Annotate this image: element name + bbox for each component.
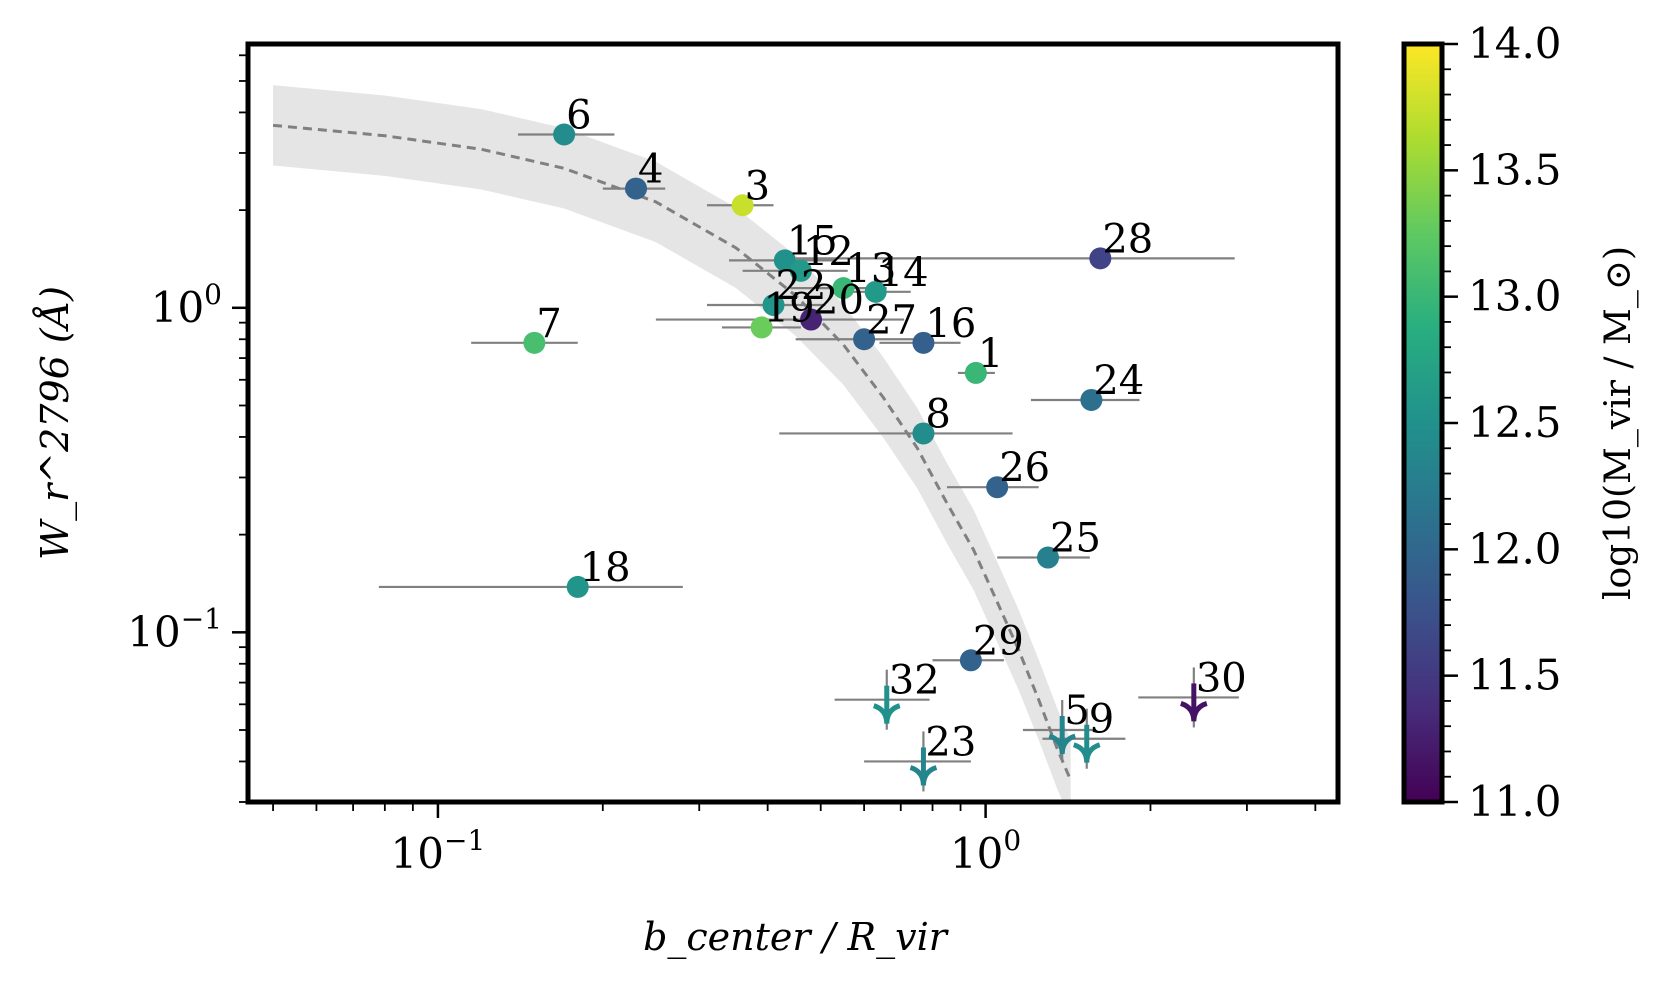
upper-limit-9: [1072, 708, 1101, 769]
point-label-5: 5: [1064, 688, 1089, 734]
point-label-6: 6: [566, 93, 591, 139]
point-label-13: 13: [845, 246, 896, 292]
upper-limit-32: [872, 669, 901, 730]
data-point-3: [731, 194, 754, 217]
point-label-27: 27: [866, 297, 917, 343]
point-label-7: 7: [536, 301, 561, 347]
colorbar-tick-label: 11.0: [1468, 777, 1562, 826]
colorbar-tick-label: 12.5: [1468, 398, 1562, 447]
colorbar-tick-label: 12.0: [1468, 524, 1562, 573]
colorbar-tick-label: 13.0: [1468, 272, 1562, 321]
colorbar-tick-label: 11.5: [1468, 651, 1562, 700]
x-tick-label: 10−1: [391, 824, 486, 878]
upper-limit-5: [1048, 700, 1077, 761]
colorbar-gradient: [1404, 44, 1442, 802]
data-point-12: [789, 259, 812, 282]
x-tick-label: 100: [950, 824, 1021, 878]
point-label-1: 1: [978, 331, 1003, 377]
data-point-28: [1089, 247, 1112, 270]
x-axis-label: b_center / R_vir: [643, 915, 950, 960]
data-point-6: [553, 123, 576, 146]
data-point-18: [566, 575, 589, 598]
data-point-19: [750, 316, 773, 339]
plot-frame: [245, 41, 1341, 805]
colorbar-label: log10(M_vir / M_⊙): [1598, 246, 1639, 600]
point-label-32: 32: [889, 658, 940, 704]
point-label-20: 20: [813, 278, 864, 324]
data-point-4: [625, 177, 648, 200]
point-label-14: 14: [878, 250, 929, 296]
point-label-23: 23: [925, 719, 976, 765]
point-label-18: 18: [580, 545, 631, 591]
point-label-28: 28: [1102, 216, 1153, 262]
data-point-29: [959, 649, 982, 672]
colorbar-tick-label: 13.5: [1468, 145, 1562, 194]
point-label-4: 4: [638, 147, 663, 193]
point-label-16: 16: [925, 301, 976, 347]
point-label-25: 25: [1050, 516, 1101, 562]
y-axis-label: W_r^2796 (Å): [33, 286, 78, 560]
upper-limit-30: [1179, 667, 1208, 728]
y-tick-label: 10−1: [127, 602, 222, 656]
y-tick-label: 100: [151, 278, 222, 332]
point-label-30: 30: [1196, 655, 1247, 701]
data-point-8: [912, 422, 935, 445]
point-label-9: 9: [1089, 697, 1114, 743]
point-label-19: 19: [764, 285, 815, 331]
point-label-12: 12: [803, 229, 854, 275]
point-label-29: 29: [973, 618, 1024, 664]
point-label-22: 22: [776, 263, 827, 309]
data-point-13: [832, 277, 855, 300]
data-point-14: [864, 280, 887, 303]
data-point-1: [964, 361, 987, 384]
data-point-26: [986, 476, 1009, 499]
point-label-8: 8: [925, 391, 950, 437]
data-point-27: [853, 328, 876, 351]
data-point-22: [762, 294, 785, 317]
data-point-7: [523, 331, 546, 354]
point-label-24: 24: [1093, 358, 1144, 404]
data-point-24: [1080, 388, 1103, 411]
data-point-25: [1037, 546, 1060, 569]
model-dashed-curve: [272, 123, 1073, 781]
point-label-26: 26: [999, 445, 1050, 491]
model-uncertainty-band: [273, 85, 1071, 802]
point-label-3: 3: [745, 163, 770, 209]
upper-limit-23: [909, 731, 938, 792]
data-point-20: [800, 308, 823, 331]
data-point-15: [773, 249, 796, 272]
point-label-15: 15: [787, 218, 838, 264]
data-point-16: [912, 331, 935, 354]
colorbar-tick-label: 14.0: [1468, 19, 1562, 68]
